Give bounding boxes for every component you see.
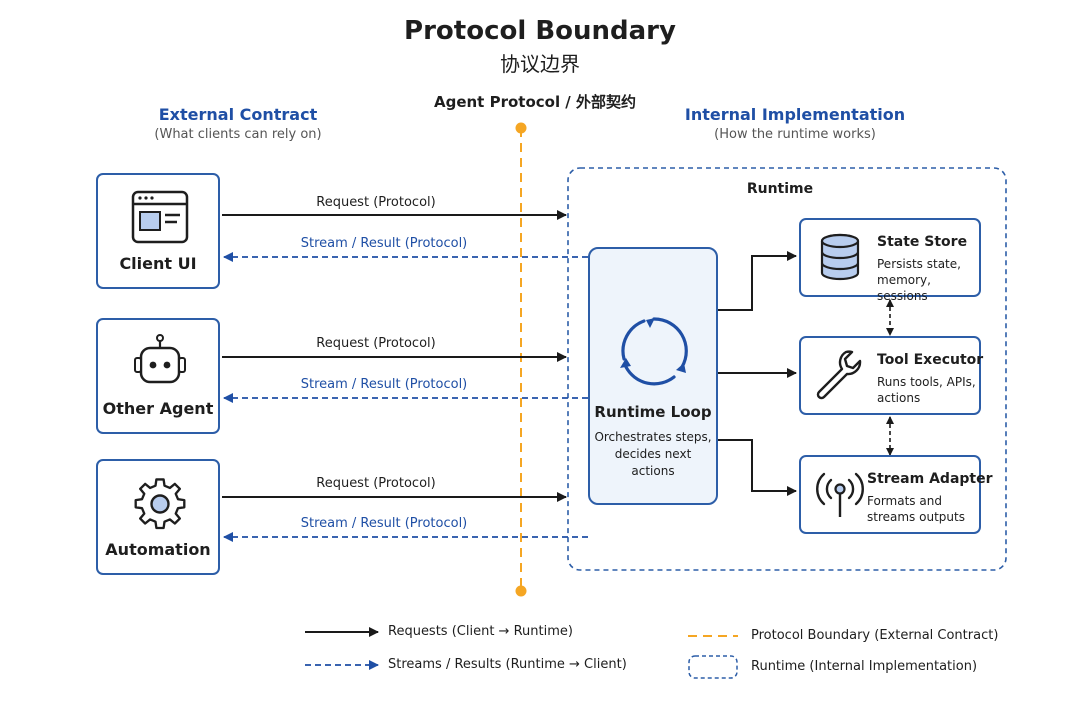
wrench-icon	[816, 350, 862, 400]
runtime-loop-box[interactable]: Runtime Loop Orchestrates steps, decides…	[588, 247, 718, 505]
legend-runtime-swatch	[688, 655, 738, 679]
request-label-automation: Request (Protocol)	[316, 476, 436, 491]
legend-runtime-label: Runtime (Internal Implementation)	[751, 659, 978, 674]
protocol-boundary-top-dot	[515, 122, 527, 134]
runtime-container	[567, 167, 1007, 571]
protocol-boundary-bottom-dot	[515, 585, 527, 597]
state-store-description: Persists state, memory, sessions	[877, 257, 961, 303]
client-ui-label: Client UI	[119, 254, 197, 273]
stream-label-client-ui: Stream / Result (Protocol)	[300, 236, 468, 251]
diagram-title: Protocol Boundary	[404, 16, 676, 46]
loop-to-state-store-arrow	[718, 251, 797, 311]
state-store-title: State Store	[877, 234, 968, 250]
database-icon	[820, 233, 860, 281]
tool-executor-box[interactable]: Tool Executor Runs tools, APIs, actions	[799, 336, 984, 415]
state-store-box[interactable]: State Store Persists state, memory, sess…	[799, 218, 981, 303]
cycle-arrows-icon	[620, 317, 688, 386]
request-label-client-ui: Request (Protocol)	[316, 195, 436, 210]
tool-executor-description: Runs tools, APIs, actions	[877, 375, 976, 405]
legend-boundary-label: Protocol Boundary (External Contract)	[751, 628, 999, 643]
diagram-subtitle-cn: 协议边界	[500, 52, 580, 76]
runtime-loop-title: Runtime Loop	[594, 403, 712, 421]
loop-to-stream-adapter-arrow	[718, 439, 797, 496]
stream-label-automation: Stream / Result (Protocol)	[300, 516, 468, 531]
external-contract-subheading: (What clients can rely on)	[154, 127, 322, 142]
automation-label: Automation	[105, 540, 211, 559]
gear-icon	[134, 478, 186, 530]
stream-adapter-box[interactable]: Stream Adapter Formats and streams outpu…	[799, 455, 993, 534]
robot-icon	[134, 334, 186, 384]
legend-streams-label: Streams / Results (Runtime → Client)	[388, 657, 627, 672]
other-agent-box[interactable]: Other Agent	[96, 318, 220, 434]
client-ui-box[interactable]: Client UI	[96, 173, 220, 289]
browser-window-icon	[131, 190, 189, 244]
legend-requests-label: Requests (Client → Runtime)	[388, 624, 573, 639]
internal-implementation-subheading: (How the runtime works)	[714, 127, 876, 142]
antenna-icon	[816, 472, 864, 517]
automation-box[interactable]: Automation	[96, 459, 220, 575]
runtime-title: Runtime	[746, 181, 814, 197]
stream-adapter-title: Stream Adapter	[867, 471, 993, 487]
stream-label-other-agent: Stream / Result (Protocol)	[300, 377, 468, 392]
other-agent-label: Other Agent	[102, 399, 214, 418]
stream-adapter-description: Formats and streams outputs	[867, 494, 965, 524]
protocol-boundary-label: Agent Protocol / 外部契约	[433, 93, 637, 111]
external-contract-heading: External Contract	[158, 105, 318, 124]
internal-implementation-heading: Internal Implementation	[684, 105, 906, 124]
request-label-other-agent: Request (Protocol)	[316, 336, 436, 351]
tool-executor-title: Tool Executor	[877, 352, 984, 368]
runtime-loop-description: Orchestrates steps, decides next actions	[594, 430, 712, 478]
